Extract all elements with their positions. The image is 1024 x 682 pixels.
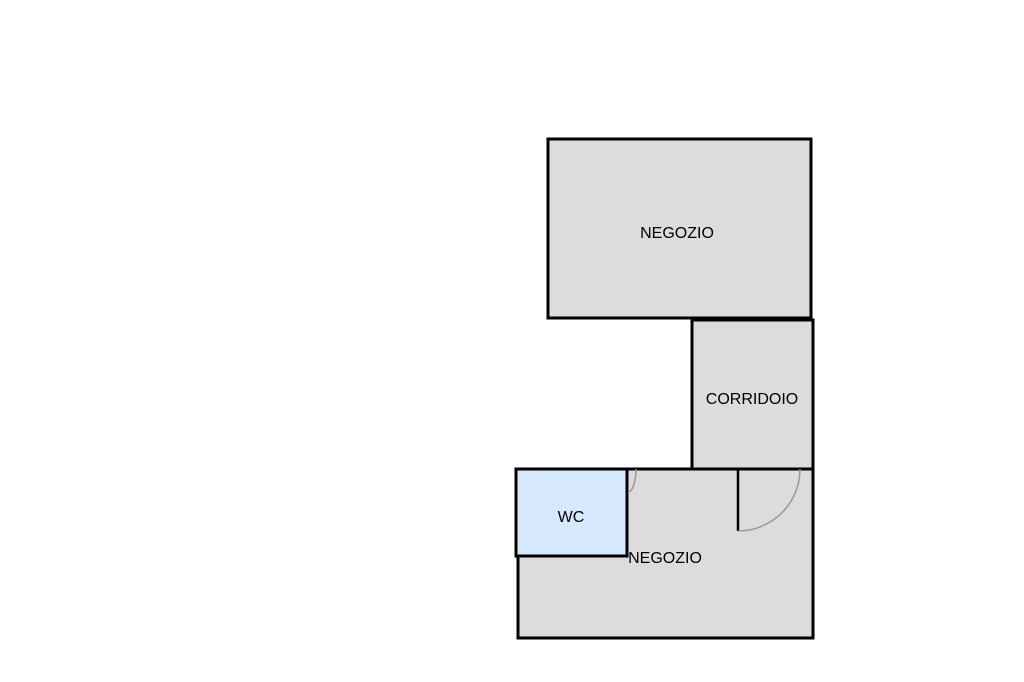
door-swing-corridoio: [737, 468, 801, 532]
label-negozio-top: NEGOZIO: [640, 225, 714, 242]
door-swing-wc: [627, 468, 637, 493]
room-wc: [514, 467, 629, 558]
label-corridoio: CORRIDOIO: [706, 391, 798, 408]
room-negozio-top: [546, 137, 813, 320]
label-negozio-bottom: NEGOZIO: [628, 550, 702, 567]
label-wc: WC: [558, 509, 585, 526]
room-corridoio: [690, 318, 815, 471]
